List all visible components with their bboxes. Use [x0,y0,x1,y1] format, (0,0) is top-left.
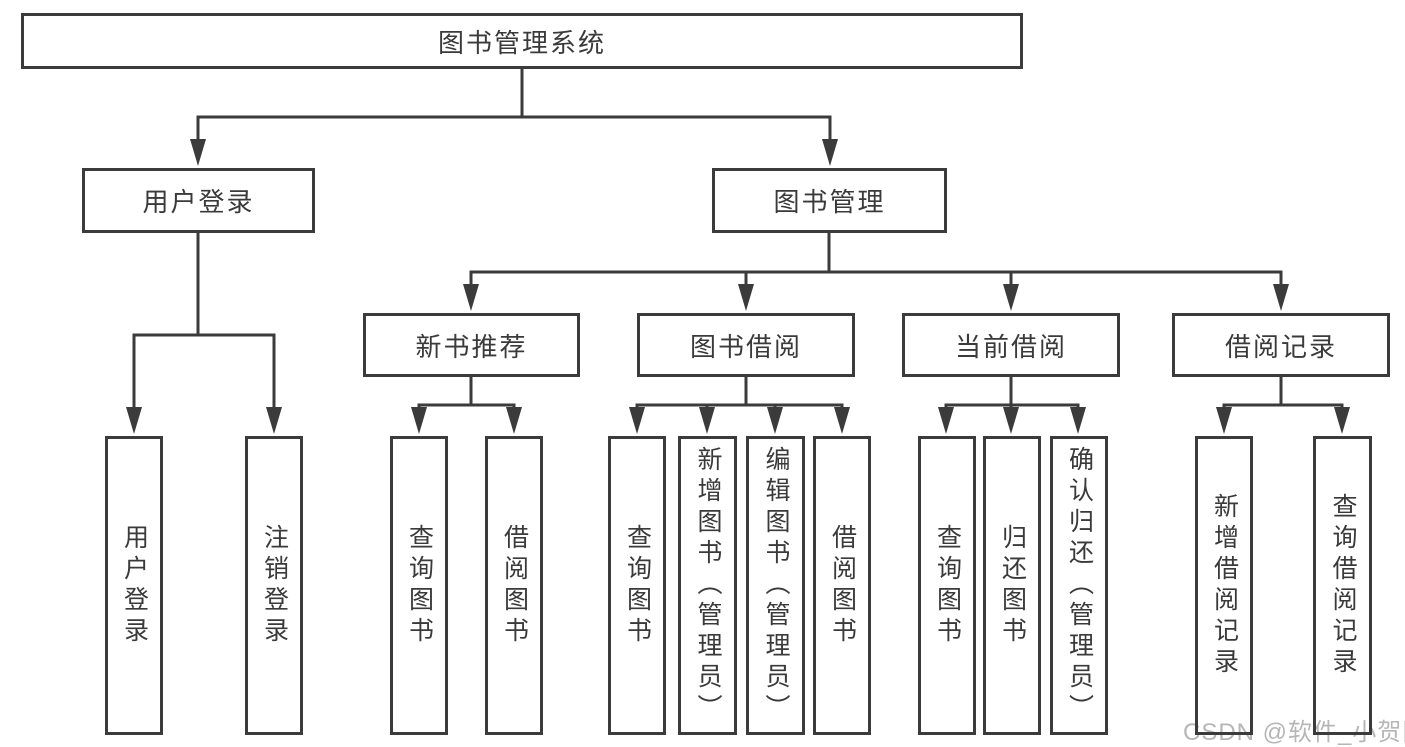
leaf-borrow-books-2-label: 借阅图书 [828,523,857,648]
node-root: 图书管理系统 [21,13,1023,69]
node-user-login: 用户登录 [82,168,315,233]
leaf-add-books-admin-label: 新增图书（管理员） [694,446,722,725]
leaf-add-borrow-record-label: 新增借阅记录 [1210,492,1239,679]
arrowhead-icons [126,139,1350,434]
node-new-book-recommend: 新书推荐 [363,313,580,377]
leaf-query-books-2: 查询图书 [608,436,666,735]
node-book-borrow: 图书借阅 [637,313,855,377]
connector-lines [132,67,1344,416]
node-book-management: 图书管理 [712,168,947,233]
leaf-return-books-label: 归还图书 [998,523,1027,648]
node-user-login-label: 用户登录 [142,187,255,217]
node-root-label: 图书管理系统 [437,27,606,58]
node-borrow-records-label: 借阅记录 [1224,331,1337,362]
leaf-query-borrow-record: 查询借阅记录 [1313,436,1372,735]
leaf-confirm-return-admin-label: 确认归还（管理员） [1065,446,1094,725]
leaf-query-books-1: 查询图书 [390,436,448,735]
leaf-add-books-admin: 新增图书（管理员） [678,436,737,735]
node-book-borrow-label: 图书借阅 [689,331,802,362]
leaf-borrow-books-1-label: 借阅图书 [500,523,529,648]
leaf-borrow-books-1: 借阅图书 [485,436,543,735]
leaf-query-books-3: 查询图书 [918,436,976,735]
leaf-edit-books-admin: 编辑图书（管理员） [746,436,805,735]
leaf-logout-label: 注销登录 [260,523,289,648]
leaf-logout: 注销登录 [245,436,303,735]
leaf-add-borrow-record: 新增借阅记录 [1195,436,1253,735]
node-current-borrow-label: 当前借阅 [954,331,1067,362]
leaf-edit-books-admin-label: 编辑图书（管理员） [762,446,790,725]
node-new-book-recommend-label: 新书推荐 [415,331,528,362]
node-current-borrow: 当前借阅 [902,313,1120,377]
leaf-query-books-2-label: 查询图书 [623,523,652,648]
leaf-return-books: 归还图书 [983,436,1041,735]
csdn-watermark: CSDN @软件_小贺同学 [1183,719,1405,746]
leaf-query-books-1-label: 查询图书 [405,523,434,648]
node-book-management-label: 图书管理 [773,187,886,217]
leaf-confirm-return-admin: 确认归还（管理员） [1050,436,1108,735]
node-borrow-records: 借阅记录 [1172,313,1390,377]
leaf-borrow-books-2: 借阅图书 [813,436,871,735]
leaf-query-borrow-record-label: 查询借阅记录 [1329,492,1357,679]
leaf-query-books-3-label: 查询图书 [933,523,962,648]
leaf-user-login-label: 用户登录 [120,523,149,648]
leaf-user-login: 用户登录 [105,436,163,735]
